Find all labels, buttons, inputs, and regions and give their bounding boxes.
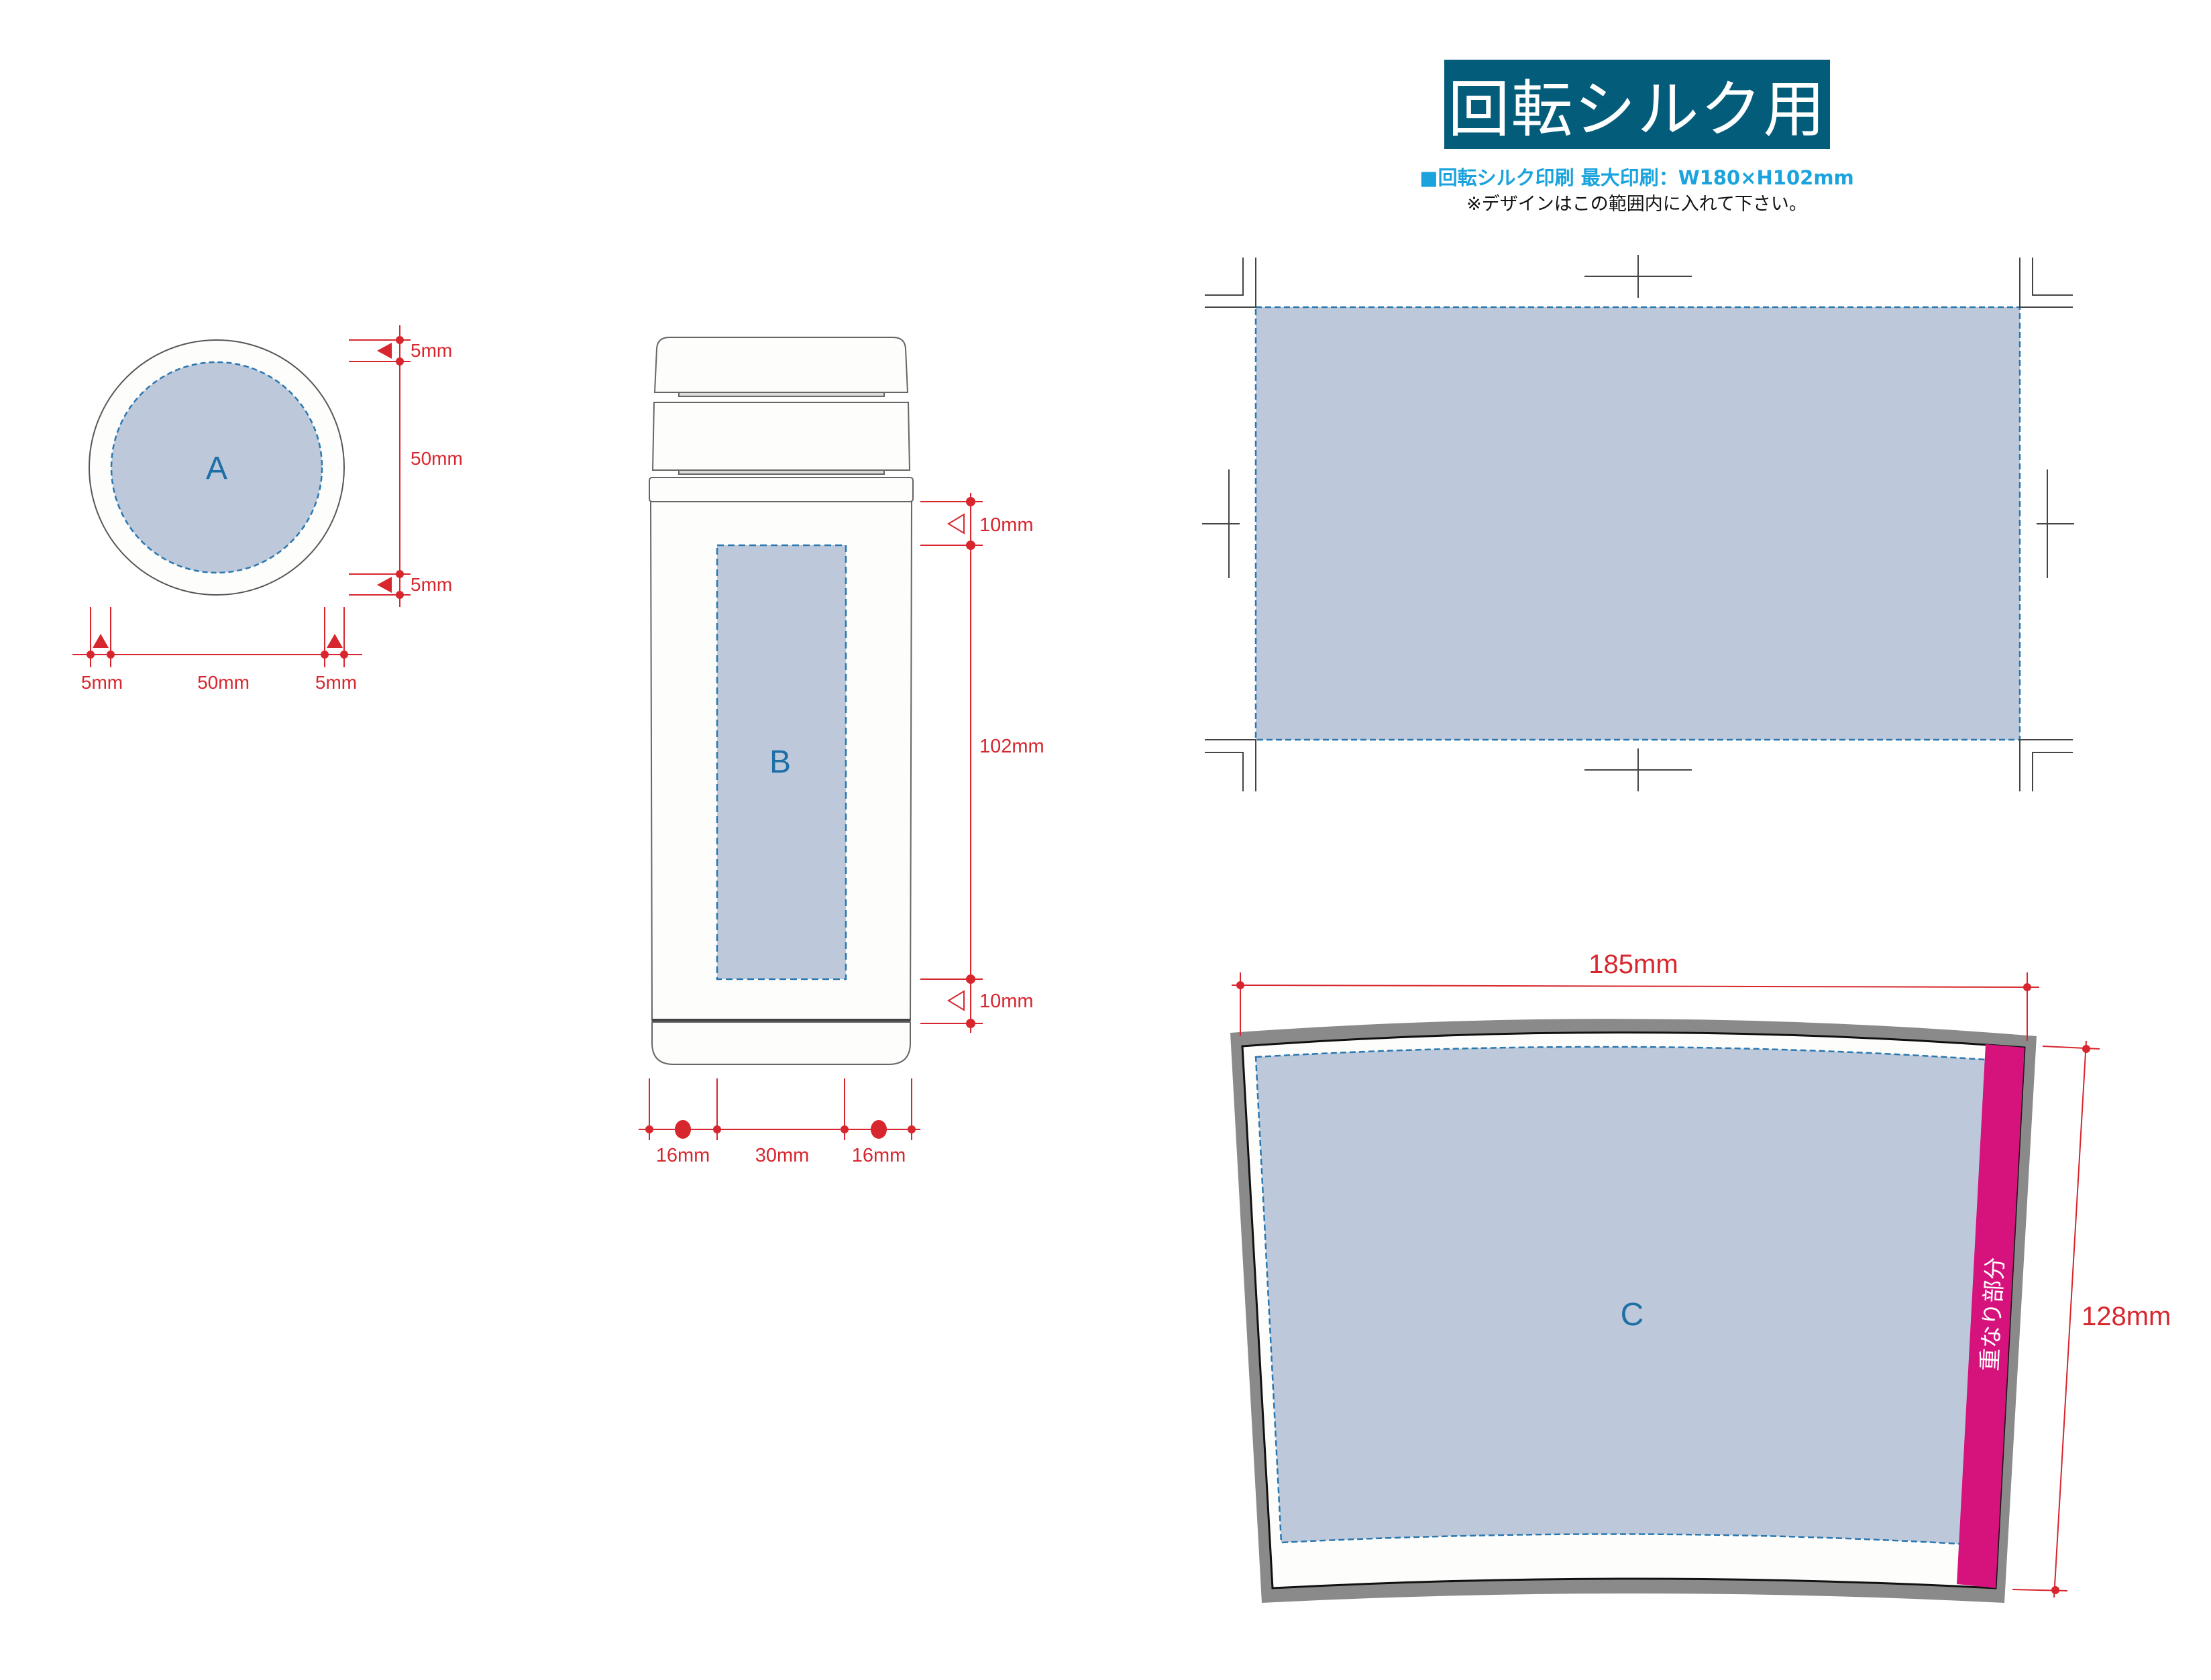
dim-dot [908,1125,916,1133]
dim-b-bottom: 10mm [979,991,1034,1012]
dim-b-left: 16mm [656,1145,710,1166]
dim-dot [966,541,975,550]
dim-dot [645,1125,653,1133]
area-b-group: B 10mm 102mm 10mm [639,337,1044,1166]
design-note-text: ※デザインはこの範囲内に入れて下さい。 [1466,194,1807,215]
dim-dot [966,497,975,506]
dim-a-bottom: 5mm [411,574,452,595]
bottle-cap [653,337,909,393]
overlap-strip[interactable] [1957,1044,2025,1588]
print-area-a[interactable] [110,361,323,574]
area-a-label: A [206,451,227,486]
arrow-left-icon [377,577,392,593]
overlap-label: 重なり部分 [1977,1256,2010,1371]
header-banner: 回転シルク用 [1444,60,1830,149]
arrow-left-outline-icon [947,990,965,1011]
dim-a-center: 50mm [197,672,250,693]
dim-dot [107,651,115,659]
dim-dot-large [871,1120,887,1139]
dim-b-right: 16mm [852,1145,906,1166]
dim-b-center: 30mm [755,1145,810,1166]
arrow-left-icon [377,343,392,359]
arrow-up-icon [93,634,109,648]
dim-dot [2023,983,2031,991]
dim-dot [396,570,404,578]
arrow-left-outline-icon [947,513,965,535]
dim-dot [713,1125,721,1133]
dim-dot [340,651,348,659]
dim-dot [966,1019,975,1028]
area-a-horizontal-dimension [72,607,362,667]
print-area-b[interactable] [716,544,847,981]
area-a-vertical-dimension [349,325,411,607]
dim-dot [396,336,404,344]
dim-dot [2082,1045,2090,1053]
print-spec-text: ■回転シルク印刷 最大印刷：W180×H102mm [1419,166,1854,189]
area-c-label: C [1621,1297,1644,1333]
print-area-c[interactable] [1254,1046,1987,1545]
dim-dot-large [675,1120,691,1139]
cap-gap [678,392,885,397]
max-print-area[interactable] [1254,306,2021,741]
arrow-up-icon [327,634,343,648]
dim-c-width: 185mm [1588,950,1678,979]
dim-a-left: 5mm [81,672,123,693]
page-title: 回転シルク用 [1448,74,1827,146]
area-b-vertical-dimension [920,493,983,1033]
dim-dot [966,974,975,984]
bottle-collar [649,477,914,502]
dim-dot [396,357,404,366]
area-a-group: A 5mm 50mm 5mm [72,325,463,693]
dim-c-height: 128mm [2082,1302,2171,1331]
area-c-group: 重なり部分 C 185mm 128mm [1230,950,2171,1603]
band-gap [678,469,885,475]
area-b-label: B [769,744,791,780]
dim-a-top: 5mm [411,340,452,361]
crop-marks [1202,255,2074,791]
dim-b-middle: 102mm [979,736,1044,757]
dim-a-middle: 50mm [411,448,463,469]
dim-dot [1236,981,1244,989]
dim-dot [841,1125,849,1133]
dim-dot [2051,1586,2059,1594]
dim-b-top: 10mm [979,514,1034,536]
dim-dot [321,651,329,659]
bottle-band [651,402,911,471]
dim-dot [87,651,95,659]
dim-a-right: 5mm [315,672,357,693]
bottle-base [651,1021,911,1065]
dim-dot [396,591,404,599]
silk-print-area-group [1202,255,2074,791]
